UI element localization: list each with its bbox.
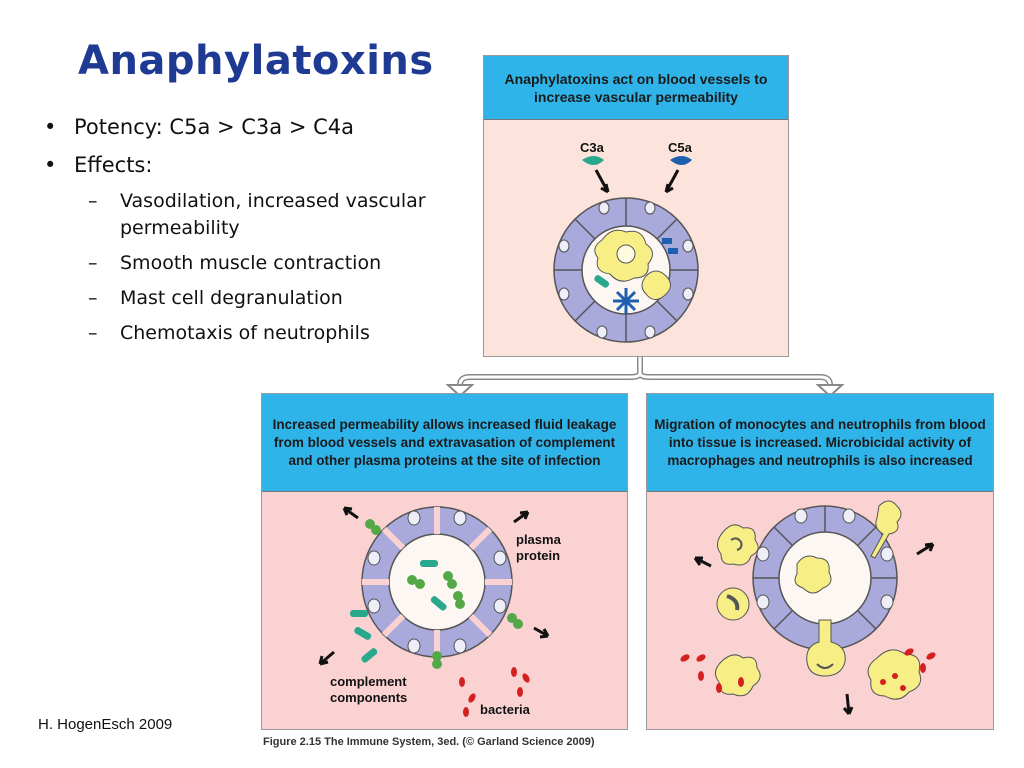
c3a-molecule-icon <box>582 156 604 165</box>
figure-caption: Figure 2.15 The Immune System, 3ed. (© G… <box>263 736 595 748</box>
label-components: components <box>330 690 407 705</box>
arrow-outward-icon <box>693 556 712 568</box>
sub-bullet-chemotaxis: Chemotaxis of neutrophils <box>40 320 460 347</box>
figure-panel-top: Anaphylatoxins act on blood vessels to i… <box>483 55 789 357</box>
sub-bullet-vasodilation: Vasodilation, increased vascular permeab… <box>40 188 460 242</box>
bacteria-cluster <box>459 667 530 717</box>
panel-left-heading: Increased permeability allows increased … <box>262 394 627 492</box>
bullet-potency: Potency: C5a > C3a > C4a <box>40 112 460 142</box>
macrophage-cell <box>717 524 759 566</box>
figure-panel-right: Migration of monocytes and neutrophils f… <box>646 393 994 730</box>
arrow-down-icon <box>842 693 854 715</box>
branch-arrow-icon <box>445 357 845 397</box>
label-plasma: plasma <box>516 532 562 547</box>
leaky-blood-vessel <box>350 506 523 669</box>
c5a-molecule-icon <box>670 156 692 165</box>
label-protein: protein <box>516 548 560 563</box>
bacteria-cluster <box>680 648 936 693</box>
slide-title: Anaphylatoxins <box>78 38 434 84</box>
panel-right-heading: Migration of monocytes and neutrophils f… <box>647 394 993 492</box>
label-bacteria: bacteria <box>480 702 531 717</box>
right-vessel-illustration <box>680 500 936 715</box>
arrow-down-icon <box>664 169 680 194</box>
arrow-outward-icon <box>533 626 550 639</box>
figure-panel-left: Increased permeability allows increased … <box>261 393 628 730</box>
sub-bullet-smooth-muscle: Smooth muscle contraction <box>40 250 460 277</box>
arrow-outward-icon <box>318 650 335 666</box>
monocyte-cell <box>716 587 750 621</box>
bullet-effects: Effects: <box>40 150 460 180</box>
top-vessel-illustration: C3a C5a <box>553 140 699 343</box>
bullet-list: Potency: C5a > C3a > C4a Effects: Vasodi… <box>40 112 460 355</box>
author-credit: H. HogenEsch 2009 <box>38 716 173 733</box>
left-vessel-illustration: plasma protein complement components bac… <box>318 506 562 717</box>
arrow-outward-icon <box>342 506 359 520</box>
arrow-outward-icon <box>916 542 935 556</box>
arrow-outward-icon <box>513 510 530 524</box>
sub-bullet-mast-cell: Mast cell degranulation <box>40 285 460 312</box>
vessel-with-migrating-cells <box>752 500 902 677</box>
macrophage-cell <box>715 654 761 697</box>
label-c5a: C5a <box>668 140 693 155</box>
blood-vessel-cross-section <box>553 197 699 343</box>
label-c3a: C3a <box>580 140 605 155</box>
panel-top-heading: Anaphylatoxins act on blood vessels to i… <box>484 56 788 120</box>
arrow-down-icon <box>594 169 610 194</box>
label-complement: complement <box>330 674 407 689</box>
